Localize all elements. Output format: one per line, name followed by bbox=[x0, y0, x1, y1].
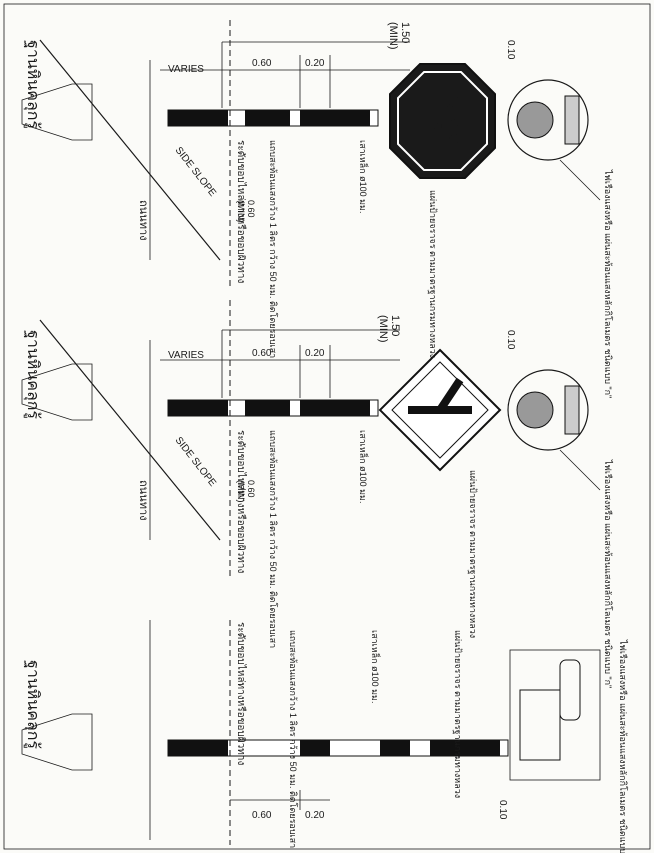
reflector-note-3: ไฟเรืองแสงหรือ แผ่นสะท้อนแสงหลักกิโลเมตร… bbox=[618, 639, 628, 853]
reflector-detail-circle-1 bbox=[507, 79, 589, 161]
dim-min-clearance-1: 1.50(MIN) bbox=[387, 22, 411, 50]
post-label-1: เสาเหล็ก ø100 มม. bbox=[358, 140, 370, 213]
post-label-2: เสาเหล็ก ø100 มม. bbox=[358, 430, 370, 503]
sign-plate-label-2: แผ่นป้ายจราจร ตามมาตรฐานกรมทางหลวง bbox=[467, 470, 478, 638]
reflective-strip-label-2: แถบสะท้อนแสงกว้าง 1 ลิตร กว้าง 50 มม. ติ… bbox=[268, 430, 278, 648]
reflector-housing-3 bbox=[509, 649, 601, 781]
reflector-plate-1 bbox=[564, 95, 580, 145]
top-view-label-1: ฐานหินคลุกรู้ bbox=[23, 40, 42, 129]
dim-060-2: 0.60 bbox=[252, 348, 272, 359]
stop-sign-octagon bbox=[389, 63, 496, 179]
sheet-frame bbox=[3, 3, 651, 850]
panel-stop-sign: หยุด bbox=[21, 20, 601, 290]
top-view-label-2: ฐานหินคลุกรู้ bbox=[23, 330, 42, 419]
road-label-2: ถนนทาง bbox=[137, 480, 149, 521]
post-label-3: เสาเหล็ก ø100 มม. bbox=[370, 630, 382, 703]
dim-010-2: 0.10 bbox=[505, 330, 516, 350]
reflector-lamp-1 bbox=[516, 101, 554, 139]
footing-2 bbox=[21, 363, 93, 421]
min-060-label-2: 0.60(MIN) bbox=[236, 480, 256, 503]
reflector-detail-circle-2 bbox=[507, 369, 589, 451]
road-label-1: ถนนทาง bbox=[137, 200, 149, 241]
reflective-strip-label-3: แถบสะท้อนแสงกว้าง 1 ลิตร กว้าง 50 มม. ติ… bbox=[288, 630, 298, 848]
dim-060-3: 0.60 bbox=[252, 810, 272, 821]
pole-1-band-a bbox=[168, 110, 228, 126]
side-slope-line-1 bbox=[39, 39, 221, 261]
panel-diamond-sign bbox=[21, 300, 601, 580]
footing-1 bbox=[21, 83, 93, 141]
shoulder-label-2: ระดับขอบไหล่ทางหรือขอบผิวทาง bbox=[235, 430, 247, 573]
sign-plate-label-3: แผ่นป้ายจราจร ตามมาตรฐานกรมทางหลวง bbox=[452, 630, 463, 798]
dim-020-2: 0.20 bbox=[305, 348, 325, 359]
pole-1-band-c bbox=[300, 110, 370, 126]
panel-post-only bbox=[21, 620, 601, 845]
reflector-note-2: ไฟเรืองแสงหรือ แผ่นสะท้อนแสงหลักกิโลเมตร… bbox=[603, 459, 613, 688]
dim-010-3: 0.10 bbox=[497, 800, 508, 820]
side-slope-line-2 bbox=[39, 319, 221, 541]
dim-varies-2: VARIES bbox=[168, 350, 204, 361]
dim-020-3: 0.20 bbox=[305, 810, 325, 821]
min-060-label-1: 0.60(MIN) bbox=[236, 200, 256, 223]
side-slope-label-1: SIDE SLOPE bbox=[173, 145, 218, 199]
sign-plate-label-1: แผ่นป้ายจราจร ตามมาตรฐานกรมทางหลวง bbox=[427, 190, 438, 358]
reflective-strip-label-1: แถบสะท้อนแสงกว้าง 1 ลิตร กว้าง 50 มม. ติ… bbox=[268, 140, 278, 358]
dim-min-clearance-2: 1.50(MIN) bbox=[377, 315, 401, 343]
shoulder-label-1: ระดับขอบไหล่ทางหรือขอบผิวทาง bbox=[235, 140, 247, 283]
shoulder-label-3: ระดับขอบไหล่ทางหรือขอบผิวทาง bbox=[235, 622, 247, 765]
pole-1-band-b bbox=[245, 110, 290, 126]
footing-3 bbox=[21, 713, 93, 771]
reflector-note-1: ไฟเรืองแสงหรือ แผ่นสะท้อนแสงหลักกิโลเมตร… bbox=[603, 169, 613, 398]
dim-010-1: 0.10 bbox=[505, 40, 516, 60]
stop-sign-text: หยุด bbox=[434, 95, 467, 148]
dim-020-1: 0.20 bbox=[305, 58, 325, 69]
dim-060-1: 0.60 bbox=[252, 58, 272, 69]
dim-varies-1: VARIES bbox=[168, 64, 204, 75]
top-view-label-3: ฐานหินคลุกรู้ bbox=[23, 660, 42, 749]
side-slope-label-2: SIDE SLOPE bbox=[173, 435, 218, 489]
